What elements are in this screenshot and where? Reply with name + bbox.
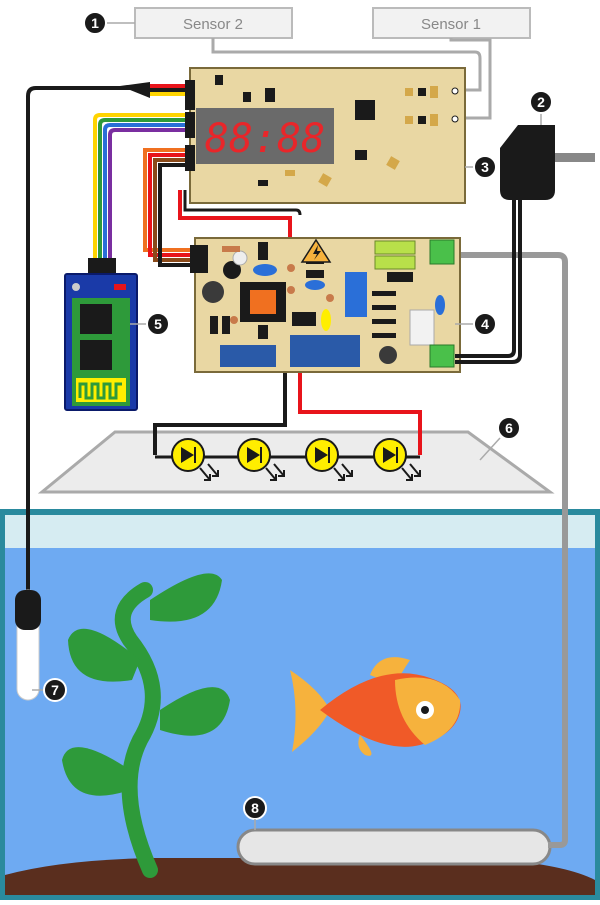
temperature-probe [15,86,150,701]
pcb4-connector [190,245,208,273]
diffuser-body [236,828,552,866]
power-cable [455,200,522,364]
panel-body [37,430,555,494]
svg-text:8: 8 [251,800,259,816]
fish-pupil [421,706,429,714]
fish-tail [290,670,330,752]
led-wire-black [153,372,287,455]
callout-3: 3 [473,155,497,179]
plug-body [500,125,555,200]
svg-text:1: 1 [91,15,99,31]
sensor1-cable [449,38,492,120]
seven-segment-display [196,108,334,164]
led [305,438,353,481]
relay [290,335,360,367]
pcb3-chip [355,100,375,120]
power-terminal [429,344,455,368]
sensor1-box: Sensor 1 [372,7,531,39]
pcb3-connector [185,112,195,138]
water-plant [62,573,230,878]
fish-bottom-fin [358,735,372,756]
probe-cable [26,86,150,600]
led [171,438,219,481]
callout-lines [32,22,542,691]
callout-6: 6 [497,416,521,440]
goldfish [290,657,461,756]
plant-leaf [68,628,140,682]
svg-text:2: 2 [537,94,545,110]
callout-4: 4 [473,312,497,336]
board-link-cable [143,148,192,267]
power-link-red [178,190,292,240]
plant-leaf [160,687,230,736]
power-cable [455,200,516,358]
sensor1-label: Sensor 1 [421,16,481,33]
air-tube [452,252,568,848]
plant-leaf [62,747,130,796]
svg-text:4: 4 [481,316,489,332]
pcb3-connector [185,145,195,171]
callout-2: 2 [529,90,553,114]
pcb3-connector [185,80,195,110]
high-voltage-warning-icon [300,238,332,263]
probe-sleeve [15,590,41,630]
power-board [190,237,461,373]
led-wire-red [298,372,422,455]
probe-connector-wires [120,82,192,98]
svg-text:6: 6 [505,420,513,436]
power-terminal [429,239,455,265]
plant-leaf [150,573,222,622]
ribbon-cable [93,113,192,262]
led [237,438,285,481]
callout-1: 1 [83,11,107,35]
sensor2-label: Sensor 2 [183,16,243,33]
plug-pin [555,153,595,162]
svg-text:5: 5 [154,316,162,332]
led-panel [37,430,555,494]
svg-text:3: 3 [481,159,489,175]
wifi-module-icon [64,258,138,411]
callout-5: 5 [146,312,170,336]
plant-stem [114,582,161,878]
diffuser-bar [236,828,552,866]
power-plug-icon [455,125,595,364]
led [373,438,421,481]
sensor2-box: Sensor 2 [134,7,293,39]
display-board: 88:88 [185,67,466,204]
callout-8: 8 [243,796,267,830]
led-array [171,438,421,481]
svg-text:7: 7 [51,682,59,698]
display-digits: 88:88 [205,116,325,162]
callout-7: 7 [43,678,67,702]
relay [220,345,276,367]
sensor2-cable [211,38,482,92]
power-link-black [183,190,302,216]
